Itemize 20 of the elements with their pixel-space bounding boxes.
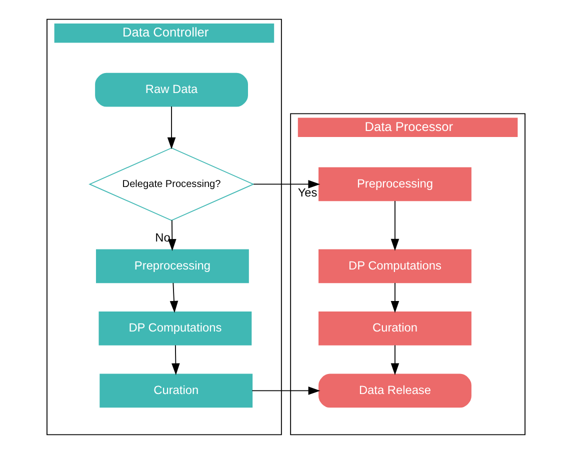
node-box: Preprocessing (318, 167, 471, 202)
node-box: DP Computations (318, 249, 471, 284)
arrow (252, 180, 320, 188)
arrow (390, 344, 399, 376)
node-box: Preprocessing (95, 249, 248, 284)
edge-label: No (154, 230, 170, 245)
node-box: Raw Data (94, 72, 248, 107)
node-box: DP Computations (98, 311, 252, 346)
arrow (167, 220, 176, 251)
arrow (166, 106, 176, 150)
arrow (251, 386, 320, 395)
arrow (169, 282, 178, 313)
edge-label: Yes (297, 186, 317, 200)
node-box: Curation (318, 311, 471, 346)
node-diamond: Delegate Processing? (88, 148, 254, 221)
node-box: Data Release (318, 374, 471, 408)
arrow (390, 282, 399, 313)
arrow (390, 200, 399, 251)
arrow (171, 344, 180, 376)
node-box: Curation (99, 374, 252, 408)
